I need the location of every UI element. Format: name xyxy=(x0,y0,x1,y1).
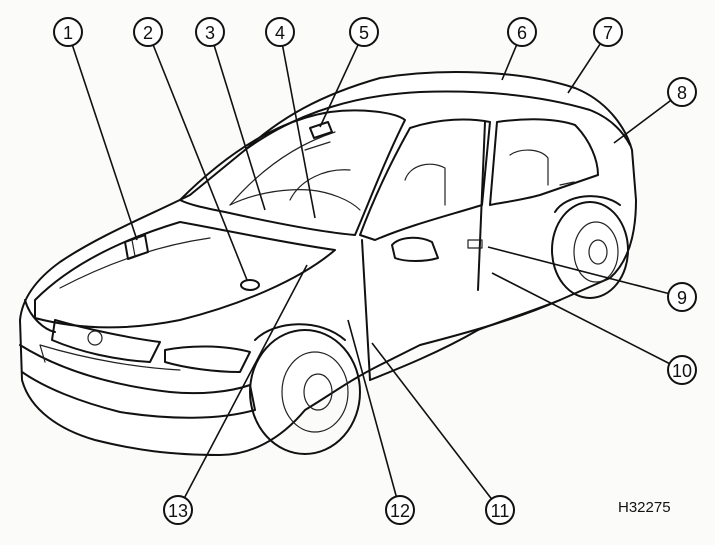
callout-number-3: 3 xyxy=(205,23,215,43)
callout-8: 8 xyxy=(667,77,697,107)
leader-line-10 xyxy=(491,272,670,365)
callout-number-13: 13 xyxy=(168,501,188,521)
callout-number-8: 8 xyxy=(677,83,687,103)
leader-line-2 xyxy=(152,44,248,281)
front-grille xyxy=(51,319,161,363)
callout-number-4: 4 xyxy=(275,23,285,43)
roof-line xyxy=(244,90,631,151)
callout-3: 3 xyxy=(195,17,225,47)
front-bumper xyxy=(19,344,256,419)
callout-5: 5 xyxy=(349,17,379,47)
bonnet-filler-cap xyxy=(240,279,260,291)
callout-4: 4 xyxy=(265,17,295,47)
leader-line-13 xyxy=(183,264,308,498)
callout-circle-3 xyxy=(195,17,225,47)
leader-line-7 xyxy=(567,43,601,94)
figure-reference-code: H32275 xyxy=(618,499,671,516)
callout-circle-6 xyxy=(507,17,537,47)
callout-circle-9 xyxy=(667,282,697,312)
callout-circle-1 xyxy=(53,17,83,47)
front-side-window xyxy=(359,118,491,241)
callout-circle-10 xyxy=(667,355,697,385)
callout-number-9: 9 xyxy=(677,288,687,308)
car-body-outline xyxy=(19,71,637,456)
callout-9: 9 xyxy=(667,282,697,312)
leader-line-9 xyxy=(487,246,669,295)
front-door-handle xyxy=(467,239,483,249)
callout-circle-2 xyxy=(133,17,163,47)
callout-number-7: 7 xyxy=(603,23,613,43)
callout-2: 2 xyxy=(133,17,163,47)
car-illustration xyxy=(19,71,637,456)
callout-circle-8 xyxy=(667,77,697,107)
vin-plate-under-bonnet xyxy=(124,234,149,260)
leader-line-8 xyxy=(613,99,672,144)
callout-circle-5 xyxy=(349,17,379,47)
rear-wheel xyxy=(551,195,629,299)
callout-number-11: 11 xyxy=(491,501,510,521)
callout-circle-7 xyxy=(593,17,623,47)
callout-circle-11 xyxy=(485,495,515,525)
leader-line-3 xyxy=(213,45,266,211)
callout-number-1: 1 xyxy=(63,23,73,43)
callout-circle-4 xyxy=(265,17,295,47)
callout-number-12: 12 xyxy=(390,501,410,521)
callout-1: 1 xyxy=(53,17,83,47)
leader-line-6 xyxy=(501,44,518,81)
wing-mirror xyxy=(391,236,439,262)
leader-line-11 xyxy=(371,342,493,500)
callout-10: 10 xyxy=(667,355,697,385)
callout-12: 12 xyxy=(385,495,415,525)
callout-number-2: 2 xyxy=(143,23,153,43)
windscreen xyxy=(179,109,406,236)
leader-line-5 xyxy=(319,44,359,128)
rear-side-window xyxy=(489,118,599,206)
callout-13: 13 xyxy=(163,495,193,525)
callout-number-6: 6 xyxy=(517,23,527,43)
leader-lines xyxy=(71,43,672,500)
callout-circle-13 xyxy=(163,495,193,525)
callout-11: 11 xyxy=(485,495,515,525)
leader-line-12 xyxy=(347,319,398,497)
callout-7: 7 xyxy=(593,17,623,47)
callout-number-10: 10 xyxy=(672,361,692,381)
front-wheel xyxy=(249,323,361,455)
callout-circle-12 xyxy=(385,495,415,525)
leader-line-4 xyxy=(281,45,316,219)
leader-line-1 xyxy=(71,45,138,241)
headlight xyxy=(164,345,251,373)
callout-6: 6 xyxy=(507,17,537,47)
callout-number-5: 5 xyxy=(359,23,369,43)
